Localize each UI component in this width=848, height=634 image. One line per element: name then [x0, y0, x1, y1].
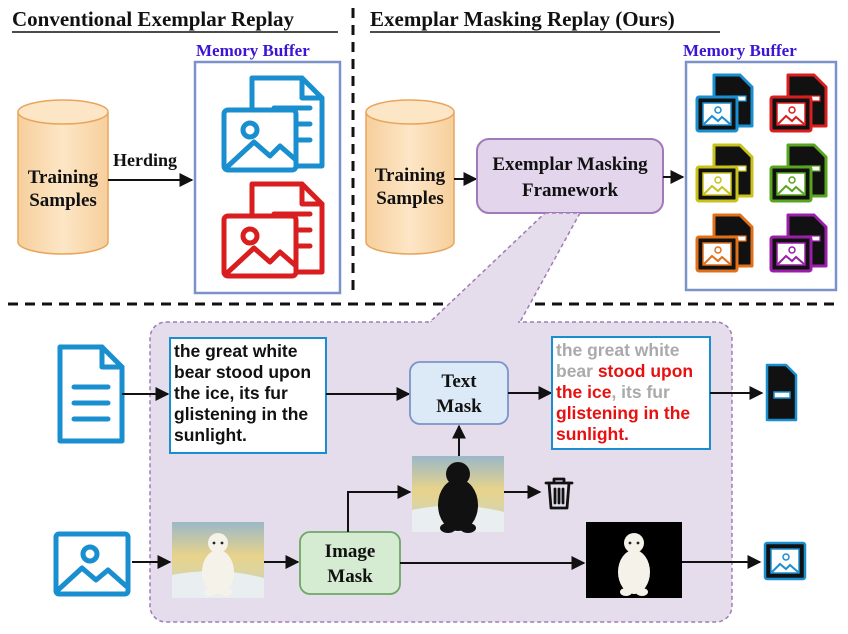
svg-text:Exemplar Masking Replay (Ours): Exemplar Masking Replay (Ours): [370, 7, 675, 31]
masked-text-line: the ice, its fur: [556, 382, 670, 402]
text-mask-label-line2: Mask: [436, 396, 482, 417]
masked-document-icon: [765, 363, 798, 422]
input-text-line: sunlight.: [174, 425, 247, 445]
svg-text:Conventional Exemplar Replay: Conventional Exemplar Replay: [12, 7, 294, 31]
masked-text-line: bear stood upon: [556, 361, 693, 381]
masked-text-line: the great white: [556, 340, 680, 360]
image-mask-label-line1: Image: [325, 541, 376, 562]
training-samples-cylinder-left: Training Samples: [17, 99, 109, 255]
training-samples-cylinder-right: Training Samples: [365, 99, 455, 255]
exemplar-masking-framework: Exemplar Masking Framework: [476, 138, 664, 214]
left-panel-title: Conventional Exemplar Replay: [12, 7, 338, 33]
cylinder-label-line1: Training: [375, 165, 446, 186]
text-image-icon-blue: [221, 75, 325, 173]
herding-arrow: Herding: [108, 150, 194, 187]
text-mask-box: Text Mask: [409, 361, 509, 425]
memory-buffer-label-left: Memory Buffer: [196, 41, 310, 60]
masked-exemplar-icon: [695, 143, 754, 203]
masked-text-line: sunlight.: [556, 424, 629, 444]
input-text: the great white bear stood upon the ice,…: [174, 341, 311, 445]
masked-image-icon: [763, 541, 807, 581]
masked-text-box: [551, 336, 711, 450]
zoom-callout: [428, 212, 582, 323]
trash-icon: [544, 477, 574, 510]
input-text-line: glistening in the: [174, 404, 308, 424]
framework-label-line1: Exemplar Masking: [492, 154, 648, 175]
text-image-icon-red: [221, 181, 325, 279]
input-image-thumbnail: [172, 522, 264, 598]
cylinder-label-line1: Training: [28, 167, 99, 188]
masked-text-line: glistening in the: [556, 403, 690, 423]
cylinder-label-line2: Samples: [29, 190, 97, 211]
masked-exemplar-icon: [769, 143, 828, 203]
image-icon: [53, 531, 131, 597]
text-mask-label-line1: Text: [441, 371, 477, 392]
masked-background-image: [412, 456, 504, 533]
input-text-line: the great white: [174, 341, 298, 361]
masked-exemplar-icon: [695, 73, 754, 133]
cylinder-label-line2: Samples: [376, 188, 444, 209]
masked-exemplar-icon: [695, 213, 754, 273]
image-mask-label-line2: Mask: [327, 566, 373, 587]
herding-label: Herding: [113, 150, 177, 170]
input-text-line: bear stood upon: [174, 362, 311, 382]
input-text-box: [169, 337, 327, 454]
input-text-line: the ice, its fur: [174, 383, 288, 403]
image-mask-box: Image Mask: [299, 531, 401, 595]
memory-buffer-label-right: Memory Buffer: [683, 41, 797, 60]
masked-foreground-image: [586, 522, 682, 598]
masked-exemplar-icon: [769, 213, 828, 273]
masked-exemplar-icons: [695, 73, 828, 273]
framework-label-line2: Framework: [522, 180, 618, 201]
right-panel-title: Exemplar Masking Replay (Ours): [370, 7, 720, 33]
text-document-icon: [57, 344, 125, 444]
masked-exemplar-icon: [769, 73, 828, 133]
